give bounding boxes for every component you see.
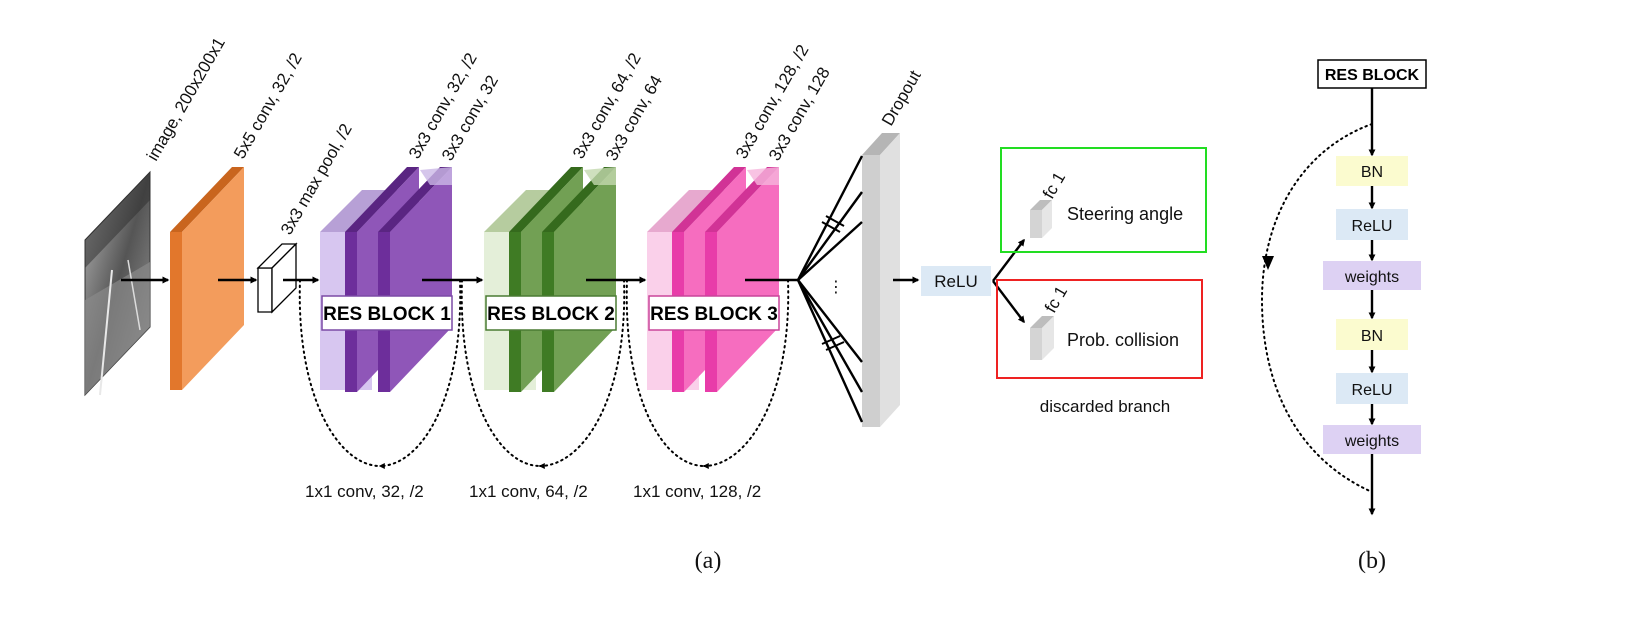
shortcut-label-1: 1x1 conv, 32, /2 bbox=[305, 482, 424, 501]
res-block-2-label: RES BLOCK 2 bbox=[487, 304, 615, 325]
caption-a: (a) bbox=[695, 548, 722, 574]
steering-angle-label: Steering angle bbox=[1067, 204, 1183, 224]
steering-head: fc 1 Steering angle bbox=[1000, 147, 1207, 253]
panel-b: RES BLOCK BN ReLU weights BN bbox=[1260, 59, 1427, 574]
panel-a: RES BLOCK 1 RES BLOCK 2 bbox=[84, 34, 1207, 574]
res-block-title: RES BLOCK bbox=[1317, 59, 1427, 89]
input-image bbox=[84, 170, 151, 397]
res-block-title-label: RES BLOCK bbox=[1325, 67, 1420, 84]
steering-fc-label: fc 1 bbox=[1039, 169, 1069, 202]
caption-b: (b) bbox=[1358, 548, 1386, 574]
res-block-2: RES BLOCK 2 bbox=[484, 167, 617, 392]
dropout-connections: ⋮ bbox=[796, 155, 864, 423]
step-relu-2-label: ReLU bbox=[1352, 382, 1393, 399]
identity-shortcut-arrowhead bbox=[1262, 256, 1274, 270]
step-weights-1: weights bbox=[1323, 261, 1421, 290]
step-weights-2-label: weights bbox=[1344, 433, 1399, 450]
step-relu-1: ReLU bbox=[1336, 209, 1408, 240]
collision-fc-label: fc 1 bbox=[1041, 283, 1071, 316]
dropout-ellipsis: ⋮ bbox=[828, 279, 844, 296]
step-bn-1-label: BN bbox=[1361, 164, 1383, 181]
label-image: image, 200x200x1 bbox=[143, 34, 229, 164]
dropout-break-marker bbox=[821, 215, 845, 351]
head-arrows bbox=[992, 238, 1025, 324]
label-conv5: 5x5 conv, 32, /2 bbox=[230, 50, 306, 162]
shortcut-connections bbox=[298, 279, 790, 469]
shortcut-label-2: 1x1 conv, 64, /2 bbox=[469, 482, 588, 501]
identity-shortcut bbox=[1260, 123, 1373, 493]
label-dropout: Dropout bbox=[878, 67, 925, 129]
step-bn-1: BN bbox=[1336, 156, 1408, 186]
step-weights-2: weights bbox=[1323, 425, 1421, 454]
dropout-layer bbox=[862, 133, 900, 427]
relu-node: ReLU bbox=[921, 266, 991, 296]
step-bn-2: BN bbox=[1336, 319, 1408, 350]
relu-label: ReLU bbox=[934, 272, 977, 291]
res-block-3-label: RES BLOCK 3 bbox=[650, 304, 778, 325]
step-bn-2-label: BN bbox=[1361, 328, 1383, 345]
step-relu-2: ReLU bbox=[1336, 373, 1408, 404]
res-block-1: RES BLOCK 1 bbox=[320, 167, 453, 392]
maxpool-layer bbox=[256, 242, 298, 314]
shortcut-label-3: 1x1 conv, 128, /2 bbox=[633, 482, 761, 501]
collision-label: Prob. collision bbox=[1067, 330, 1179, 350]
collision-head: fc 1 Prob. collision bbox=[996, 279, 1203, 379]
res-block-1-label: RES BLOCK 1 bbox=[323, 304, 451, 325]
conv5-layer bbox=[170, 167, 244, 390]
discarded-branch-label: discarded branch bbox=[1040, 397, 1170, 416]
step-weights-1-label: weights bbox=[1344, 269, 1399, 286]
step-relu-1-label: ReLU bbox=[1352, 218, 1393, 235]
